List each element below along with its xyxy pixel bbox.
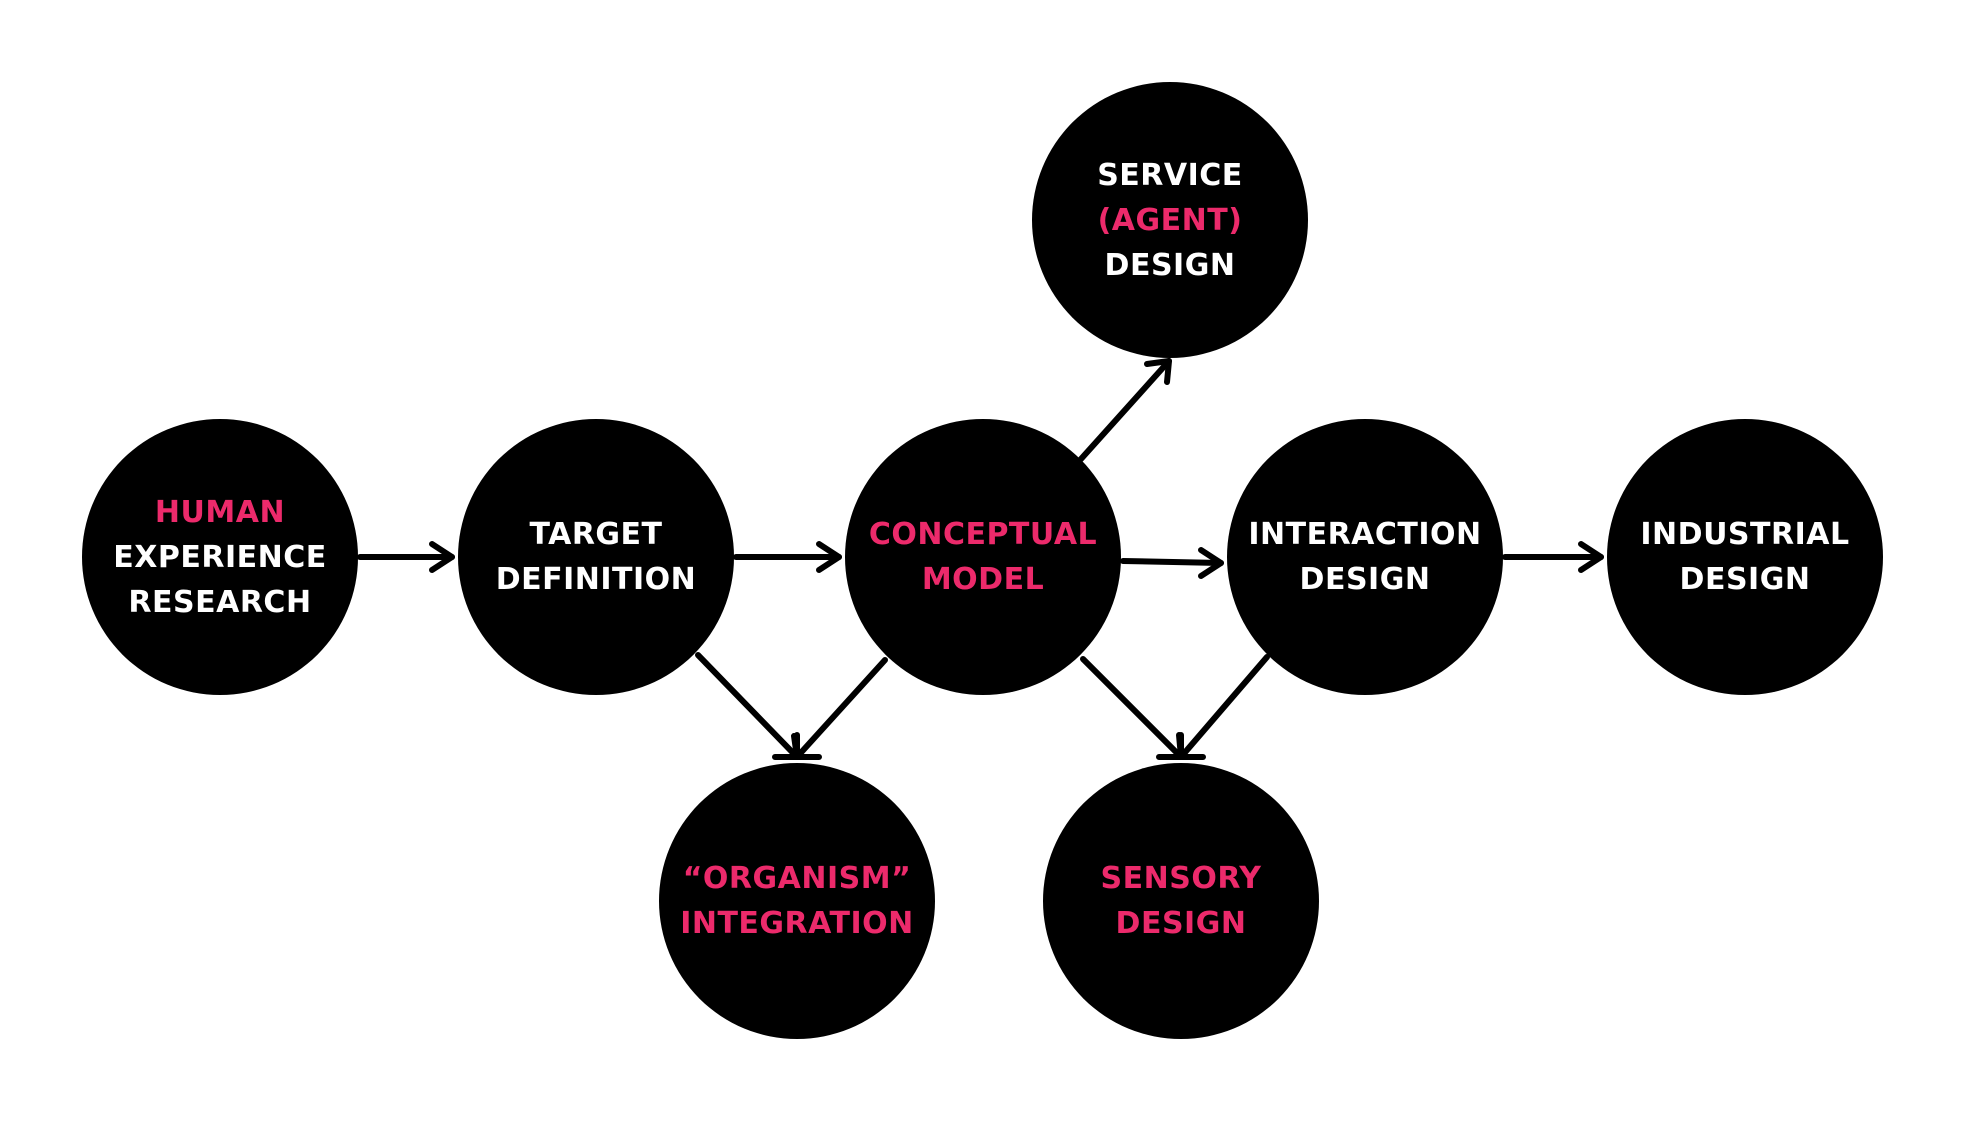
node-label-line: EXPERIENCE: [113, 539, 327, 575]
node-human-experience-research: HUMAN EXPERIENCE RESEARCH: [82, 419, 358, 695]
node-label-line: INDUSTRIAL: [1640, 517, 1850, 552]
node-target-definition: TARGET DEFINITION: [458, 419, 734, 695]
node-interaction-design: INTERACTION DESIGN: [1227, 419, 1503, 695]
arrow-human-to-target: [357, 541, 455, 573]
node-label-line: “ORGANISM”: [682, 861, 912, 896]
arrow-interaction-to-sensory: [1178, 654, 1270, 760]
node-label-line: DESIGN: [1679, 562, 1811, 597]
node-label-line: DESIGN: [1104, 247, 1236, 283]
arrow-concept-to-organism: [794, 657, 888, 760]
arrow-concept-to-sensory: [1080, 656, 1184, 760]
arrow-target-to-organism: [695, 652, 800, 760]
node-industrial-design: INDUSTRIAL DESIGN: [1607, 419, 1883, 695]
node-label-line: INTERACTION: [1248, 517, 1482, 552]
node-conceptual-model: CONCEPTUAL MODEL: [845, 419, 1121, 695]
node-label-line: MODEL: [921, 562, 1045, 597]
node-label-line: DEFINITION: [495, 562, 697, 597]
node-label-line: (AGENT): [1097, 202, 1243, 238]
node-sensory-design: SENSORY DESIGN: [1043, 763, 1319, 1039]
arrow-interaction-to-industrial: [1502, 541, 1604, 573]
node-label-line: TARGET: [529, 517, 663, 552]
arrow-target-to-concept: [733, 541, 842, 573]
node-label-line: RESEARCH: [128, 584, 312, 620]
node-label-line: HUMAN: [154, 494, 286, 530]
arrow-concept-to-service: [1078, 358, 1172, 462]
arrow-concept-to-interaction: [1120, 547, 1224, 579]
node-label-line: SENSORY: [1100, 861, 1262, 896]
node-label-line: CONCEPTUAL: [868, 517, 1098, 552]
node-service-agent-design: SERVICE (AGENT) DESIGN: [1032, 82, 1308, 358]
node-label-line: DESIGN: [1115, 906, 1247, 941]
node-organism-integration: “ORGANISM” INTEGRATION: [659, 763, 935, 1039]
node-label-line: DESIGN: [1299, 562, 1431, 597]
node-label-line: SERVICE: [1097, 157, 1243, 193]
node-label-line: INTEGRATION: [680, 906, 914, 941]
